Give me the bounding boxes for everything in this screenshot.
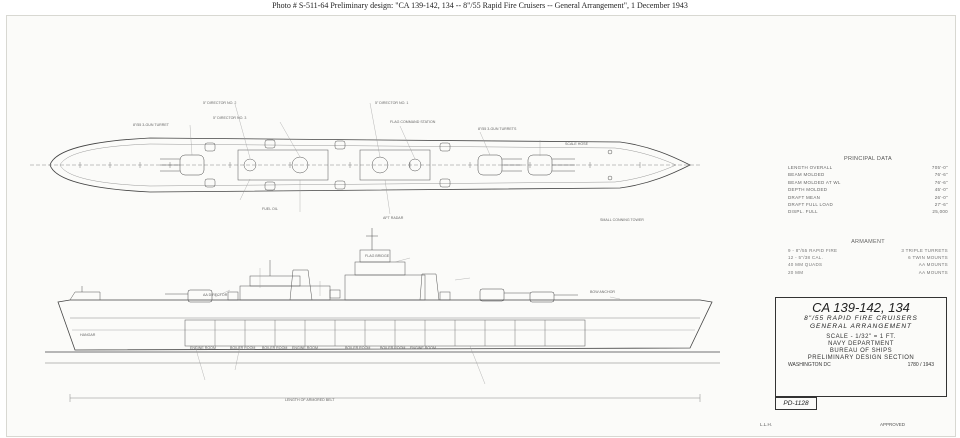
room-1: ENGINE ROOM [190, 346, 216, 350]
principal-data-heading: PRINCIPAL DATA [843, 156, 892, 162]
room-6: BOILER ROOM [380, 346, 405, 350]
label-director-2: 5" DIRECTOR NO. 2 [203, 101, 236, 105]
room-4: ENGINE ROOM [292, 346, 318, 350]
title-numbers: 1780 / 1943 [907, 362, 934, 368]
label-flag-command: FLAG COMMAND STATION [390, 120, 436, 124]
title-scale: SCALE - 1/32" = 1 FT. [826, 334, 896, 340]
label-hangar: HANGAR [80, 333, 96, 337]
label-director-1: 5" DIRECTOR NO. 1 [375, 101, 408, 105]
title-bureau: BUREAU OF SHIPS [829, 348, 893, 354]
title-department: NAVY DEPARTMENT [828, 341, 894, 347]
label-fuel-oil: FUEL OIL [262, 207, 278, 211]
label-director-3: 5" DIRECTOR NO. 3 [213, 116, 246, 120]
title-type: 8"/55 RAPID FIRE CRUISERS [804, 315, 918, 322]
label-note: SMALL CONNING TOWER [600, 218, 644, 222]
footer-initials: L.L.H. [760, 422, 773, 427]
room-7: ENGINE ROOM [410, 346, 436, 350]
room-5: BOILER ROOM [345, 346, 370, 350]
plan-view [30, 102, 700, 215]
armament-heading: ARMAMENT [851, 239, 885, 245]
footer-approval: APPROVED [880, 422, 906, 427]
arm-row: 12 - 5"/38 CAL.6 TWIN MOUNTS [788, 255, 948, 261]
label-bow-anchor: BOW ANCHOR [590, 290, 615, 294]
label-length: LENGTH OF ARMORED BELT [285, 398, 335, 402]
label-aa-director: AA DIRECTOR [203, 293, 228, 297]
title-place-row: WASHINGTON DC 1780 / 1943 [776, 362, 946, 368]
room-2: BOILER ROOM [230, 346, 255, 350]
drawing-number: PD-1128 [775, 397, 817, 410]
label-fwd-turrets: 8"/55 3-GUN TURRETS [478, 127, 517, 131]
title-subject: GENERAL ARRANGEMENT [809, 323, 913, 330]
label-scale-hose: SCALE HOSE [565, 142, 589, 146]
label-aft-radar: AFT RADAR [383, 216, 404, 220]
title-section: PRELIMINARY DESIGN SECTION [807, 355, 915, 361]
room-3: BOILER ROOM [262, 346, 287, 350]
title-place: WASHINGTON DC [788, 362, 831, 368]
title-block: CA 139-142, 134 8"/55 RAPID FIRE CRUISER… [775, 297, 947, 397]
label-flag-bridge: FLAG BRIDGE [365, 254, 390, 258]
label-aft-turret: 8"/55 3-GUN TURRET [133, 123, 170, 127]
title-designation: CA 139-142, 134 [812, 300, 910, 315]
profile-view [45, 228, 720, 402]
photo-caption: Photo # S-511-64 Preliminary design: "CA… [272, 1, 688, 10]
